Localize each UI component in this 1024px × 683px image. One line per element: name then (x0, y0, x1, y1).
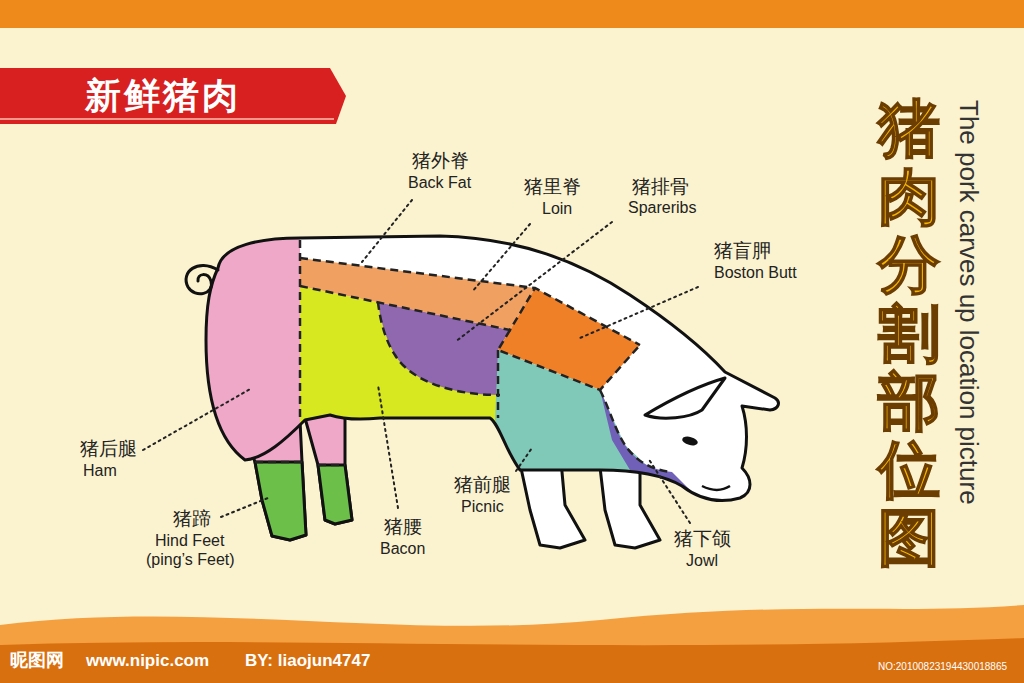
backfat-region (300, 258, 535, 330)
part-name: Spareribs (628, 199, 696, 217)
leader-line (516, 448, 532, 471)
leader-line (472, 224, 530, 292)
part-name: 猪盲胛 (714, 240, 771, 262)
banner-text: 新鲜猪肉 (85, 76, 241, 116)
cut-line (300, 286, 535, 330)
leader-line (455, 222, 612, 342)
part-name: 猪下颌 (674, 528, 731, 550)
part-name: Hind Feet (155, 532, 224, 550)
pig-mouth (702, 486, 730, 490)
part-name: Loin (542, 200, 572, 218)
watermark: NO:20100823194430018865 (878, 661, 1007, 673)
banner: 新鲜猪肉 (0, 68, 348, 124)
part-name: 猪外脊 (412, 150, 469, 172)
vertical-title: 猪肉分割部位图 (878, 95, 940, 572)
part-name: (ping’s Feet) (146, 551, 235, 569)
top-bar (0, 0, 1024, 28)
part-name: Boston Butt (714, 264, 797, 282)
leader-line (221, 498, 268, 517)
cut-line (600, 390, 672, 472)
cut-lines (255, 240, 672, 472)
part-name: 猪前腿 (454, 474, 511, 496)
pig-tail (186, 265, 218, 293)
leader-line (648, 458, 690, 523)
cut-line (299, 240, 302, 418)
part-name: Back Fat (408, 174, 471, 192)
part-name: 猪后腿 (80, 438, 137, 460)
subtitle: The pork carves up location picture (954, 100, 984, 505)
leader-line (378, 385, 398, 508)
pig-ear (645, 378, 725, 418)
part-name: 猪腰 (384, 516, 422, 538)
bottom-bar (0, 638, 1024, 683)
bottom-wave (0, 605, 1024, 683)
watermark: 昵图网 (10, 650, 64, 671)
part-name: 猪里脊 (524, 176, 581, 198)
pig-eye (681, 435, 699, 447)
part-name: 猪排骨 (632, 176, 689, 198)
part-name: Jowl (686, 552, 718, 570)
cut-line (255, 462, 345, 465)
hind-foot (318, 465, 352, 524)
leader-line (580, 287, 698, 338)
cut-line (378, 302, 500, 395)
banner-fill (0, 68, 346, 124)
watermark: www.nipic.com (86, 651, 209, 671)
part-name: Picnic (461, 498, 504, 516)
watermark: BY: liaojun4747 (245, 651, 370, 671)
cut-line (498, 330, 640, 390)
leader-line (362, 200, 412, 262)
leader-lines (143, 200, 698, 523)
pig-outline (206, 236, 778, 500)
part-name: Ham (83, 462, 117, 480)
banner-stripe (0, 118, 334, 120)
cut-line (497, 350, 500, 418)
leader-line (143, 388, 252, 450)
part-name: 猪蹄 (173, 508, 211, 530)
part-name: Bacon (380, 540, 425, 558)
